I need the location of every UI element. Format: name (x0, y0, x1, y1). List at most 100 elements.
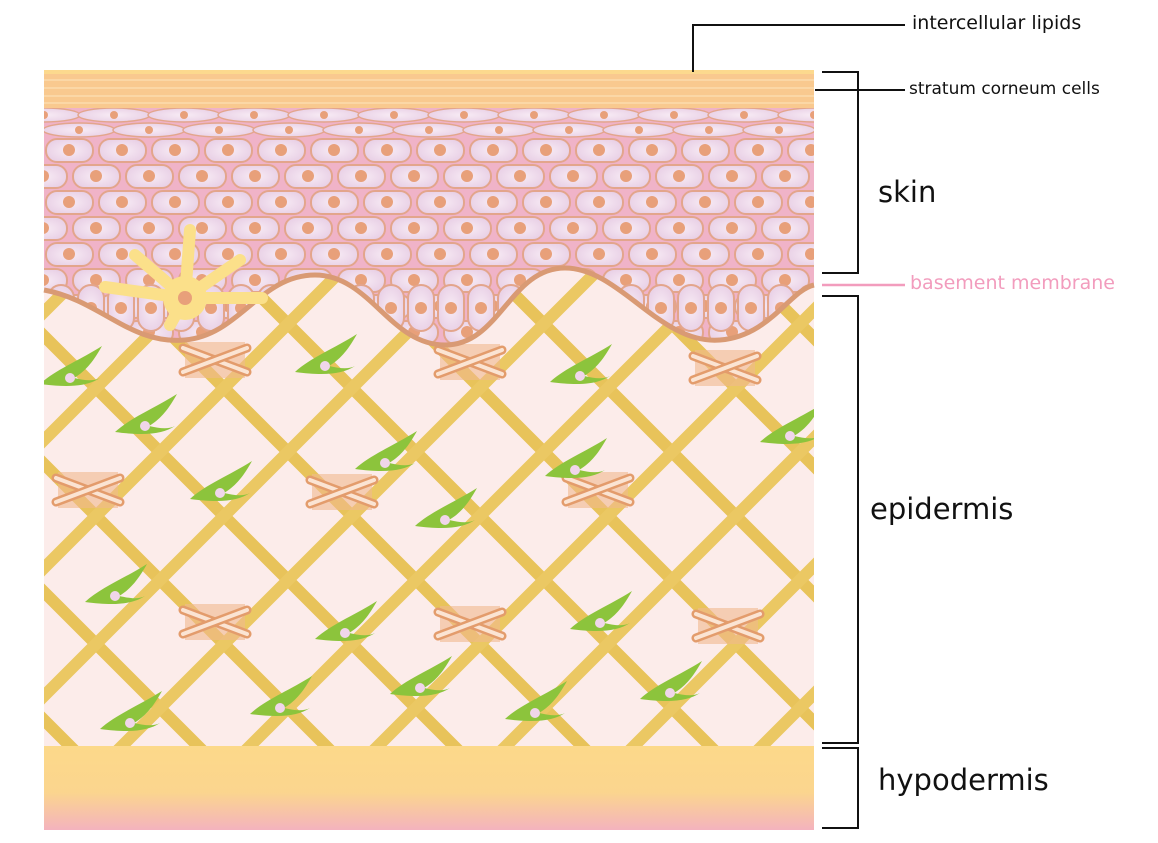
nucleus (514, 274, 526, 286)
nucleus (116, 196, 128, 208)
nucleus (461, 170, 473, 182)
nucleus (63, 144, 75, 156)
fibroblast (250, 676, 312, 716)
fibroblast (390, 656, 452, 696)
nucleus (328, 196, 340, 208)
nucleus (320, 111, 328, 119)
fibroblast-body (505, 681, 567, 721)
bundle-strand (694, 612, 762, 640)
nucleus (169, 196, 181, 208)
fibroblast-nucleus (665, 688, 675, 698)
nucleus (514, 222, 526, 234)
collagen-fiber (603, 268, 814, 750)
nucleus (415, 302, 427, 314)
fibroblast-nucleus (595, 618, 605, 628)
nucleus (285, 126, 293, 134)
collagen-fiber (44, 268, 229, 750)
nucleus (328, 144, 340, 156)
nucleus (275, 248, 287, 260)
nucleus (673, 274, 685, 286)
nucleus (355, 274, 367, 286)
nucleus (567, 222, 579, 234)
nucleus (487, 196, 499, 208)
fibroblast-nucleus (380, 458, 390, 468)
collagen-bundle (433, 606, 507, 642)
fibroblast-nucleus (275, 703, 285, 713)
collagen-fiber (615, 268, 814, 750)
fibroblast (640, 661, 702, 701)
nucleus (381, 144, 393, 156)
nucleus (779, 170, 791, 182)
nucleus (434, 248, 446, 260)
nucleus (355, 222, 367, 234)
nucleus (715, 302, 727, 314)
nucleus (90, 274, 102, 286)
fibroblast (190, 461, 252, 501)
collagen-fiber (475, 268, 814, 750)
nucleus (381, 248, 393, 260)
cell-layer (44, 100, 844, 345)
nucleus (726, 170, 738, 182)
fibroblast (415, 488, 477, 528)
nucleus (302, 170, 314, 182)
nucleus (514, 170, 526, 182)
collagen-bundle (688, 350, 762, 386)
nucleus (143, 222, 155, 234)
nucleus (249, 170, 261, 182)
fibroblast (115, 394, 177, 434)
nucleus (699, 144, 711, 156)
collagen-fiber (1120, 260, 1158, 760)
keratinocyte (44, 216, 68, 241)
collagen-fiber (44, 268, 473, 750)
nucleus (752, 248, 764, 260)
fibroblast-body (100, 691, 162, 731)
nucleus (685, 302, 697, 314)
nucleus (222, 196, 234, 208)
nucleus (408, 274, 420, 286)
collagen-bundle (433, 344, 507, 380)
flattened-cell (777, 107, 814, 123)
fibroblast (355, 431, 417, 471)
nucleus (275, 196, 287, 208)
nucleus (832, 222, 844, 234)
bundle-strand (436, 348, 504, 376)
nucleus (487, 248, 499, 260)
collagen-fiber (44, 268, 485, 750)
nucleus (434, 196, 446, 208)
nucleus (805, 196, 814, 208)
nucleus (196, 222, 208, 234)
nucleus (461, 222, 473, 234)
hypodermis-layer (44, 746, 814, 830)
nucleus (670, 111, 678, 119)
collagen-bundles (51, 342, 765, 644)
collagen-fiber (44, 268, 357, 750)
fibroblast-nucleus (415, 683, 425, 693)
nucleus (355, 170, 367, 182)
dendritic-cell (99, 224, 268, 331)
fibroblast-body (550, 344, 612, 384)
nucleus (169, 144, 181, 156)
nucleus (44, 274, 49, 286)
fibroblast-body (44, 346, 102, 386)
fibroblast-body (415, 488, 477, 528)
nucleus (145, 302, 157, 314)
nucleus (250, 111, 258, 119)
collagen-fiber-lattice (44, 260, 1158, 760)
nucleus (44, 222, 49, 234)
nucleus (832, 170, 844, 182)
collagen-bundle (178, 342, 252, 378)
nucleus (699, 248, 711, 260)
nucleus (646, 144, 658, 156)
label-stratum-corneum-cells: stratum corneum cells (909, 79, 1100, 99)
fibroblast (545, 438, 607, 478)
collagen-fiber (231, 268, 741, 750)
nucleus (646, 248, 658, 260)
nucleus (593, 144, 605, 156)
label-skin: skin (878, 175, 937, 209)
nucleus (169, 248, 181, 260)
nucleus (222, 248, 234, 260)
nucleus (620, 274, 632, 286)
nucleus (196, 170, 208, 182)
collagen-bundle (178, 604, 252, 640)
